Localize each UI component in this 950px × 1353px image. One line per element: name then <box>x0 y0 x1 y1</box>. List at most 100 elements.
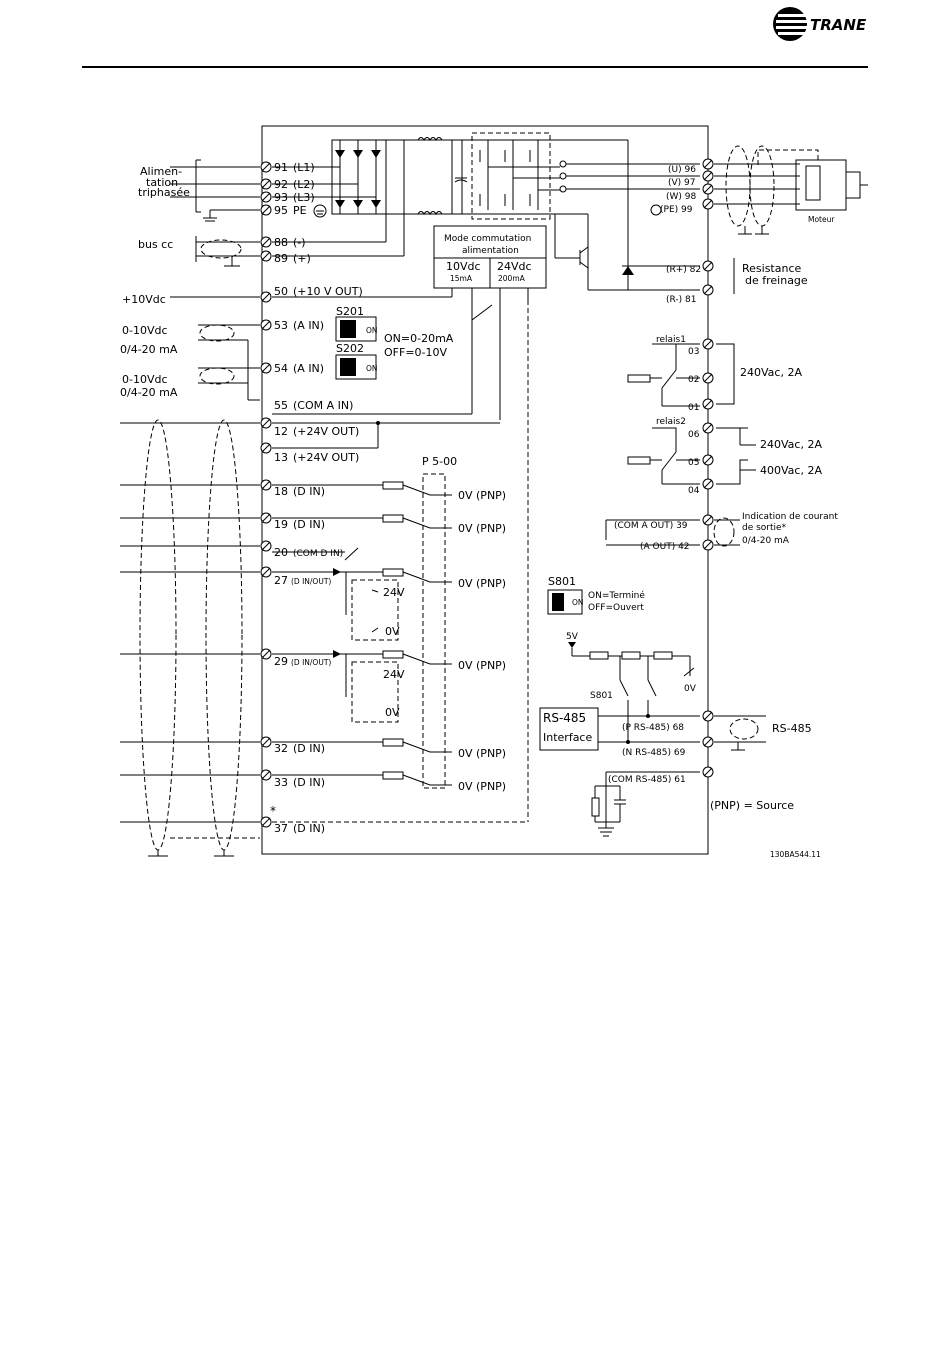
terminal-02-label: 02 <box>688 375 699 385</box>
pnp-27: 0V (PNP) <box>458 577 506 590</box>
terminal-95-label: PE <box>293 204 307 217</box>
terminal-93-label: (L3) <box>293 191 315 204</box>
mains-label-1: Alimen- <box>140 165 182 178</box>
terminal-33-label: (D IN) <box>293 776 325 789</box>
terminal-55-label: (COM A IN) <box>293 399 353 412</box>
terminal-29-number: 29 <box>274 655 288 668</box>
terminal-99: (PE) 99 <box>650 198 714 216</box>
terminal-01: 01 <box>688 398 714 413</box>
left-wiring: +10Vdc 0-10Vdc 0/4-20 mA 0-10Vdc 0/4-20 … <box>120 293 500 857</box>
s801-note-1: ON=Terminé <box>588 590 645 601</box>
terminal-29-label: (D IN/OUT) <box>291 658 331 667</box>
rs485-termination: 5V 0V S801 <box>566 632 697 744</box>
terminal-32-label: (D IN) <box>293 742 325 755</box>
p500-label: P 5-00 <box>422 455 457 468</box>
terminal-12: 12 (+24V OUT) <box>260 417 359 438</box>
terminal-69: (N RS-485) 69 <box>622 736 714 758</box>
terminal-91: 91 (L1) <box>260 161 315 174</box>
trane-logo: TRANE <box>773 7 867 41</box>
terminal-37-star: * <box>270 804 276 818</box>
digital-inputs: P 5-00 0V (PNP) 0V (PNP) 0V (PNP) 24V 0V… <box>270 455 528 823</box>
terminal-89-label: (+) <box>293 252 311 265</box>
rs485-interface: RS-485 Interface RS-485 (PNP) = Source <box>539 707 812 837</box>
terminal-20-label: (COM D IN) <box>293 549 343 559</box>
s801-lower-label: S801 <box>590 691 613 701</box>
terminal-29: 29 (D IN/OUT) <box>260 648 331 668</box>
terminal-95-number: 95 <box>274 204 288 217</box>
dc-bus-label: bus cc <box>138 238 173 251</box>
relay1: relais1 240Vac, 2A <box>627 335 802 407</box>
terminal-69-label: (N RS-485) 69 <box>622 748 686 758</box>
v5-label: 5V <box>566 632 579 642</box>
relay1-rating: 240Vac, 2A <box>740 366 802 379</box>
terminal-27: 27 (D IN/OUT) <box>260 566 331 587</box>
terminal-96-label: (U) 96 <box>668 165 696 175</box>
supply-24v: 24Vdc <box>497 260 532 273</box>
terminal-42: (A OUT) 42 <box>640 539 714 552</box>
pnp-33: 0V (PNP) <box>458 780 506 793</box>
terminal-33: 33 (D IN) <box>260 769 325 789</box>
terminal-18-number: 18 <box>274 485 288 498</box>
s201-on: ON <box>366 326 378 335</box>
left-terminals: 91 (L1) 92 (L2) 93 (L3) 95 PE 88 (-) 89 … <box>260 161 363 835</box>
pnp-32: 0V (PNP) <box>458 747 506 760</box>
ain1-label-2: 0/4-20 mA <box>120 343 178 356</box>
s801-2: 2 <box>555 602 560 611</box>
s801-on: ON <box>572 598 584 607</box>
terminal-27-label: (D IN/OUT) <box>291 577 331 586</box>
pe-ground-icon <box>313 204 327 218</box>
relay2-label: relais2 <box>656 417 686 427</box>
terminal-18-label: (D IN) <box>293 485 325 498</box>
terminal-32: 32 (D IN) <box>260 736 325 755</box>
terminal-98: (W) 98 <box>666 183 714 202</box>
terminal-54: 54 (A IN) <box>260 362 324 375</box>
header-rule <box>82 66 868 68</box>
terminal-88: 88 (-) <box>260 236 306 249</box>
terminal-92-label: (L2) <box>293 178 315 191</box>
terminal-95: 95 PE <box>260 204 327 218</box>
terminal-82: (R+) 82 <box>666 260 714 275</box>
relay2-rating-a: 240Vac, 2A <box>760 438 822 451</box>
relay2: relais2 240Vac, 2A 400Vac, 2A <box>627 417 822 485</box>
terminal-27-number: 27 <box>274 574 288 587</box>
ain2-label-2: 0/4-20 mA <box>120 386 178 399</box>
terminal-13-label: (+24V OUT) <box>293 451 359 464</box>
relay1-label: relais1 <box>656 335 686 345</box>
terminal-82-label: (R+) 82 <box>666 265 701 275</box>
terminal-55-number: 55 <box>274 399 288 412</box>
supply-box-line-2: alimentation <box>462 246 519 256</box>
terminal-12-label: (+24V OUT) <box>293 425 359 438</box>
analog-output: Indication de courant de sortie* 0/4-20 … <box>605 512 838 547</box>
s201-2: 2 <box>344 329 349 338</box>
v10-left-label: +10Vdc <box>122 293 166 306</box>
supply-10v-current: 15mA <box>450 274 473 283</box>
mains-supply: Alimen- tation triphasée <box>138 159 260 222</box>
terminal-98-label: (W) 98 <box>666 192 697 202</box>
dc-bus: bus cc <box>138 236 260 267</box>
pnp-29: 0V (PNP) <box>458 659 506 672</box>
terminal-89-number: 89 <box>274 252 288 265</box>
terminal-81: (R-) 81 <box>666 284 714 305</box>
s202-label: S202 <box>336 342 364 355</box>
terminal-93: 93 (L3) <box>260 191 315 204</box>
terminal-53-label: (A IN) <box>293 319 324 332</box>
terminal-92: 92 (L2) <box>260 178 315 191</box>
terminal-50-number: 50 <box>274 285 288 298</box>
rs485-right-label: RS-485 <box>772 722 812 735</box>
v0-29: 0V <box>385 706 400 719</box>
s202-2: 2 <box>344 367 349 376</box>
s801-label: S801 <box>548 575 576 588</box>
terminal-20: 20 (COM D IN) <box>260 540 343 559</box>
v24-29: 24V <box>383 668 405 681</box>
drive-frame <box>261 125 709 855</box>
motor-label: Moteur <box>808 215 835 224</box>
terminal-91-label: (L1) <box>293 161 315 174</box>
s201-switch: S201 ON 2 <box>335 305 378 342</box>
terminal-06-label: 06 <box>688 430 700 440</box>
trane-logo-mark <box>773 7 814 41</box>
relay2-rating-b: 400Vac, 2A <box>760 464 822 477</box>
terminal-02: 02 <box>688 372 714 385</box>
supply-24v-current: 200mA <box>498 274 526 283</box>
s202-on: ON <box>366 364 378 373</box>
terminal-03: 03 <box>688 338 714 357</box>
